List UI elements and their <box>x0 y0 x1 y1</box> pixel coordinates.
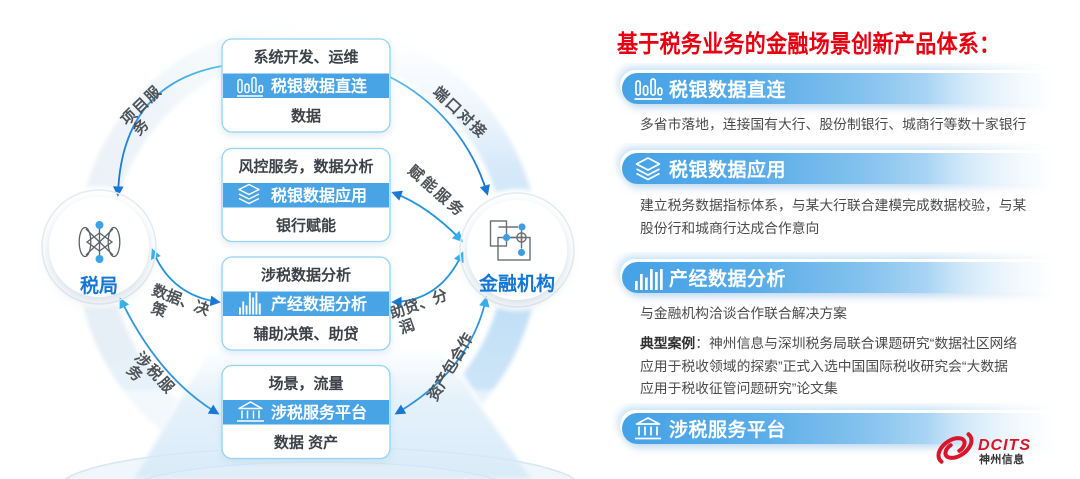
svg-text:场景，流量: 场景，流量 <box>268 375 343 393</box>
svg-text:神州信息: 神州信息 <box>979 452 1025 466</box>
svg-text:税局: 税局 <box>80 274 118 297</box>
svg-text:数据、决策: 数据、决策 <box>143 281 212 336</box>
svg-text:产经数据分析: 产经数据分析 <box>271 295 367 314</box>
svg-text:涉税服务平台: 涉税服务平台 <box>271 403 367 422</box>
svg-text:税银数据应用: 税银数据应用 <box>271 186 367 205</box>
svg-text:赋能服务: 赋能服务 <box>404 161 469 221</box>
svg-text:银行赋能: 银行赋能 <box>276 217 336 235</box>
svg-text:数据 资产: 数据 资产 <box>274 434 338 452</box>
svg-text:辅助决策、助贷: 辅助决策、助贷 <box>253 325 358 343</box>
svg-text:系统开发、运维: 系统开发、运维 <box>253 48 358 66</box>
svg-text:数据: 数据 <box>291 107 321 125</box>
svg-text:税银数据直连: 税银数据直连 <box>271 77 368 96</box>
svg-text:涉税数据分析: 涉税数据分析 <box>261 266 351 284</box>
svg-text:风控服务，数据分析: 风控服务，数据分析 <box>238 158 373 176</box>
svg-text:DCITS: DCITS <box>978 437 1031 454</box>
svg-text:金融机构: 金融机构 <box>478 272 555 295</box>
svg-text:助贷、分润: 助贷、分润 <box>387 286 455 339</box>
